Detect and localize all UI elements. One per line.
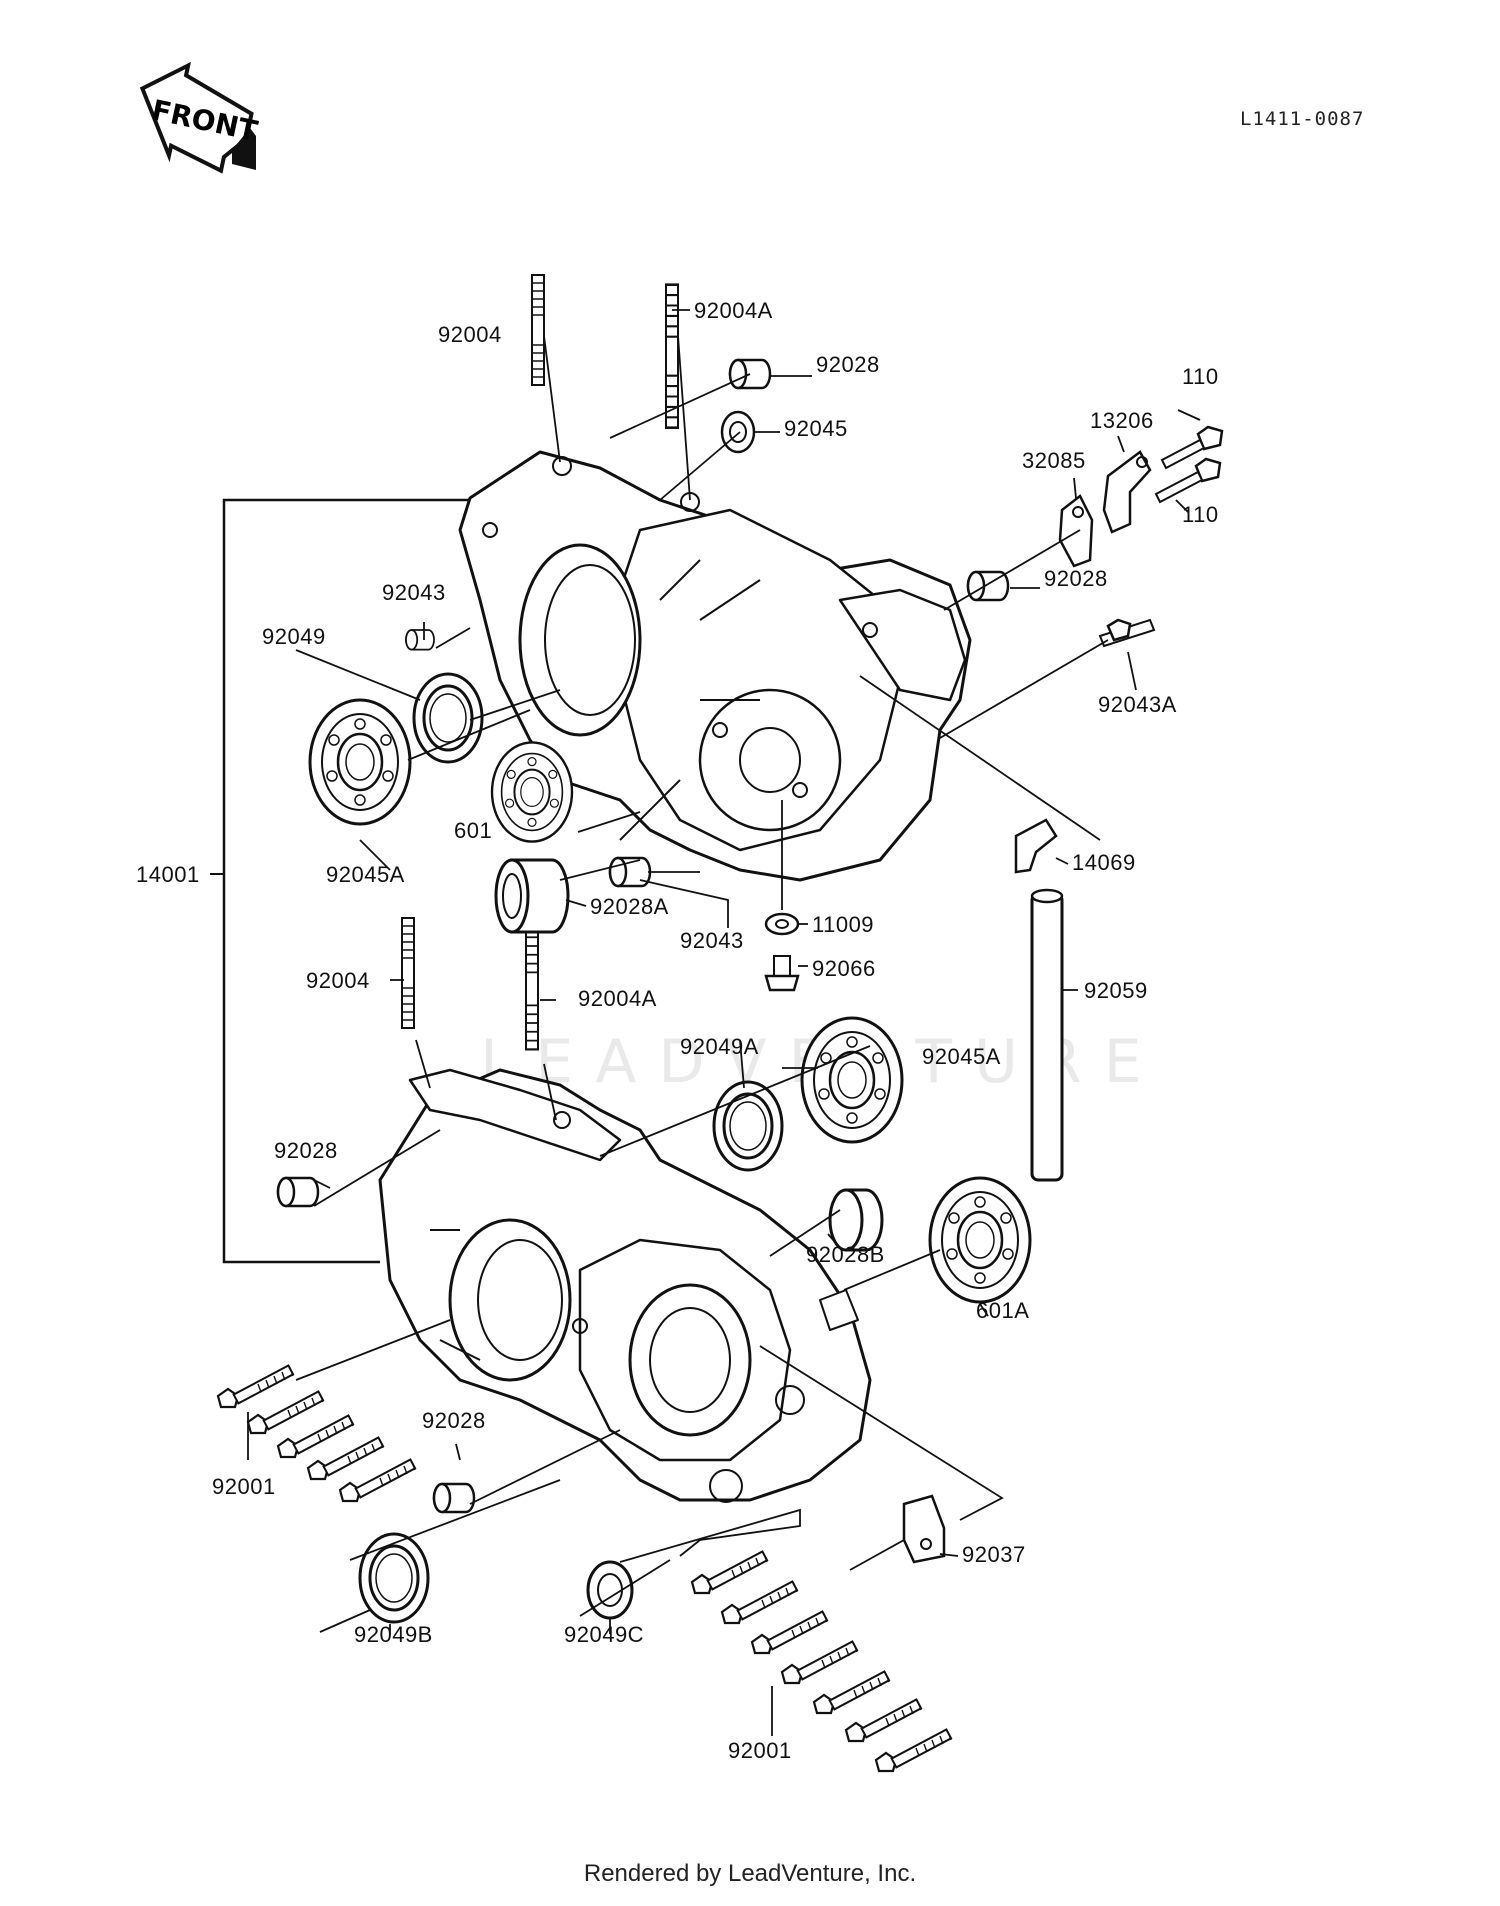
seal-92049b [358,1532,430,1624]
part-label: 92037 [962,1542,1026,1567]
part-label: 92004A [578,986,657,1011]
part-label: 92004A [694,298,773,323]
bracket-92037 [902,1494,946,1564]
part-label: 92028 [422,1408,486,1433]
part-label: 13206 [1090,408,1154,433]
footer-credit: Rendered by LeadVenture, Inc. [583,1860,917,1887]
washer-11009 [764,912,800,936]
part-label: 92043 [382,580,446,605]
bolt-110-bottom [1154,457,1222,504]
screw-92043a [1098,618,1156,648]
part-label: 92028B [806,1242,885,1267]
bearing-601 [490,741,574,843]
part-label: 92049B [354,1622,433,1647]
bearing-92045-small [720,410,756,454]
part-label: 92043 [680,928,744,953]
diagram-code: L1411-0087 [1240,108,1365,130]
part-label: 14069 [1072,850,1136,875]
drain-bolt-92066 [764,955,800,992]
part-label: 32085 [1022,448,1086,473]
dowel-92043 [405,629,435,651]
part-label: 11009 [812,912,875,937]
lower-stud-92004 [401,917,415,1029]
part-label: 92028A [590,894,669,919]
part-label: 92028 [274,1138,338,1163]
tube-92059 [1030,888,1064,1182]
assembly-bracket-14001 [222,498,470,1264]
part-label: 601A [976,1298,1030,1323]
sleeve-92028b [828,1188,884,1252]
part-label: 92066 [812,956,876,981]
elbow-fitting-14069 [1014,818,1058,874]
part-label: 14001 [136,862,200,887]
part-label: 92028 [816,352,880,377]
part-label: 92059 [1084,978,1148,1003]
dowel-92028-left [276,1176,320,1208]
part-label: 92045 [784,416,848,441]
bearing-92045a-upper [308,698,412,826]
bearing-92045a-lower [800,1016,904,1144]
part-label: 92049C [564,1622,645,1647]
plate-32085 [1058,494,1094,568]
part-label: 92049 [262,624,326,649]
plate-13206 [1102,450,1152,534]
part-label: 601 [454,818,493,843]
part-label: 92045A [922,1044,1001,1069]
part-label: 92001 [728,1738,792,1763]
part-label: 110 [1182,502,1219,527]
part-label: 92001 [212,1474,276,1499]
seal-92049 [412,672,484,764]
lower-crankcase-half [378,1068,872,1503]
front-arrow-icon: FRONT [139,61,260,174]
part-label: 92004 [306,968,370,993]
part-label: 92045A [326,862,405,887]
upper-crankcase-half [458,450,972,882]
part-label: 92004 [438,322,502,347]
seal-92049c [586,1560,634,1620]
part-label: 92043A [1098,692,1177,717]
lower-stud-92004a [524,927,540,1051]
upper-stud-92004 [531,274,545,386]
dowel-92028-bottom [432,1482,476,1514]
part-label: 92049A [680,1034,759,1059]
bolt-110-top [1160,425,1224,470]
part-label: 110 [1182,364,1219,389]
bearing-601a [928,1176,1032,1304]
part-label: 92028 [1044,566,1108,591]
sleeve-92028a [494,858,570,934]
upper-stud-92004a [664,283,680,429]
leader-lines [247,309,1201,1736]
